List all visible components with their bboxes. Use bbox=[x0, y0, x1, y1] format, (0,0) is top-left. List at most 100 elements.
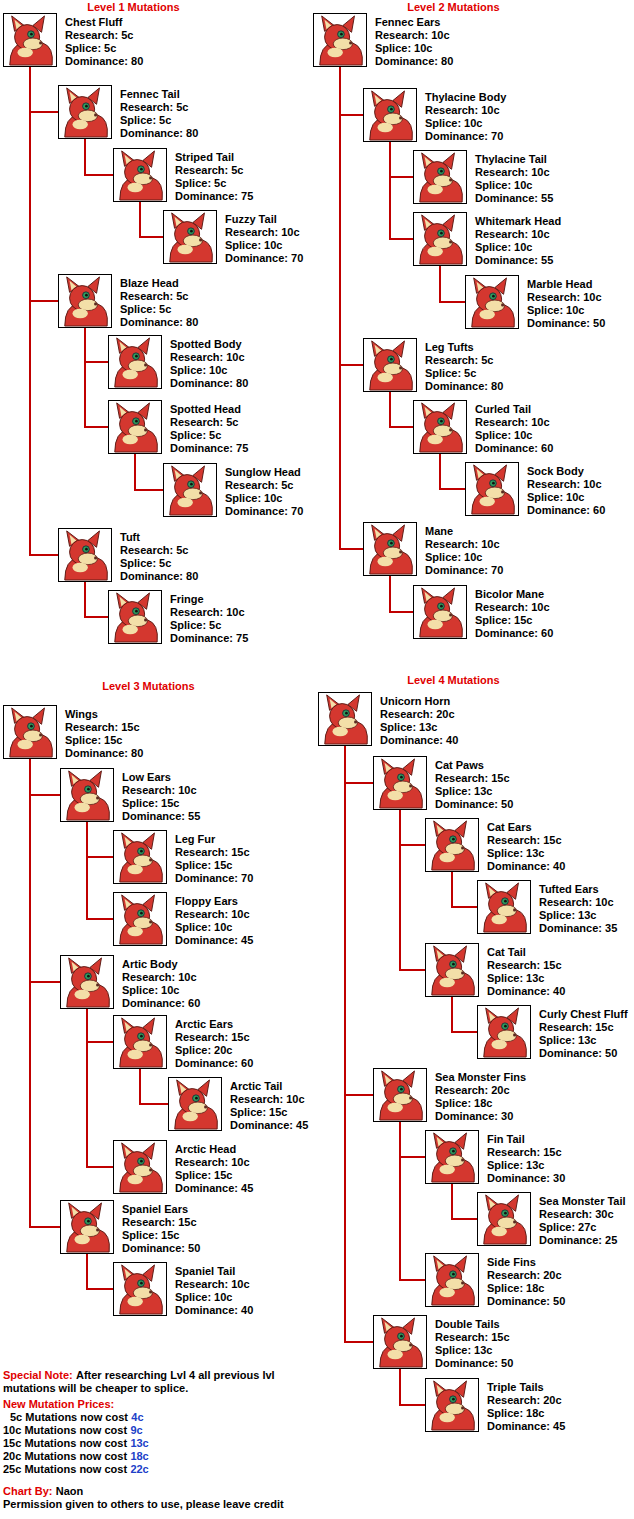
mutation-stat: Splice: 13c bbox=[487, 972, 565, 985]
mutation-icon bbox=[313, 13, 367, 67]
mutation-name: Mane bbox=[425, 525, 503, 538]
creature-shape bbox=[115, 403, 158, 452]
mutation-icon bbox=[477, 1192, 531, 1246]
creature-shape bbox=[484, 1008, 527, 1057]
mutation-stat: Dominance: 70 bbox=[175, 872, 253, 885]
section-title: Level 3 Mutations bbox=[102, 680, 194, 692]
mutation-node: Chest FluffResearch: 5cSplice: 5cDominan… bbox=[3, 13, 143, 68]
credit-name: Naon bbox=[56, 1485, 84, 1497]
mutation-stat: Dominance: 40 bbox=[380, 734, 458, 747]
note-heading: Special Note: bbox=[3, 1369, 73, 1381]
mutation-stat: Splice: 5c bbox=[170, 429, 248, 442]
creature-shape bbox=[120, 1265, 163, 1314]
mutation-stat: Splice: 15c bbox=[230, 1106, 308, 1119]
mutation-stat: Splice: 10c bbox=[475, 429, 553, 442]
mutation-node: Sea Monster TailResearch: 30cSplice: 27c… bbox=[477, 1192, 626, 1247]
text-line: 5c Mutations now cost4c bbox=[10, 1411, 310, 1424]
creature-shape bbox=[325, 695, 368, 744]
mutation-stat: Research: 15c bbox=[175, 846, 253, 859]
mutation-stat: Dominance: 50 bbox=[527, 317, 605, 330]
mutation-node: Spotted BodyResearch: 10cSplice: 10cDomi… bbox=[108, 335, 248, 390]
creature-picture bbox=[109, 591, 161, 643]
mutation-stat: Dominance: 50 bbox=[487, 1295, 565, 1308]
creature-shape bbox=[65, 277, 108, 326]
mutation-stat: Research: 15c bbox=[65, 721, 143, 734]
section-title: Level 1 Mutations bbox=[87, 1, 179, 13]
mutation-name: Double Tails bbox=[435, 1318, 513, 1331]
mutation-stat: Dominance: 40 bbox=[175, 1304, 253, 1317]
mutation-info: ManeResearch: 10cSplice: 10cDominance: 7… bbox=[425, 522, 503, 577]
mutation-node: Whitemark HeadResearch: 10cSplice: 10cDo… bbox=[413, 212, 561, 267]
mutation-stat: Splice: 5c bbox=[170, 619, 248, 632]
mutation-stat: Research: 15c bbox=[539, 1021, 628, 1034]
mutation-stat: Splice: 5c bbox=[120, 303, 198, 316]
mutation-info: Whitemark HeadResearch: 10cSplice: 10cDo… bbox=[475, 212, 561, 267]
tree-connector bbox=[85, 139, 113, 175]
mutation-info: Arctic EarsResearch: 15cSplice: 20cDomin… bbox=[175, 1015, 253, 1070]
mutation-stat: Splice: 10c bbox=[175, 921, 253, 934]
mutation-info: Arctic TailResearch: 10cSplice: 15cDomin… bbox=[230, 1077, 308, 1132]
mutation-name: Floppy Ears bbox=[175, 895, 253, 908]
mutation-stat: Research: 10c bbox=[122, 971, 200, 984]
mutation-icon bbox=[113, 148, 167, 202]
section-title: Level 4 Mutations bbox=[407, 674, 499, 686]
mutation-stat: Dominance: 45 bbox=[175, 1182, 253, 1195]
mutation-name: Curly Chest Fluff bbox=[539, 1008, 628, 1021]
mutation-stat: Splice: 10c bbox=[122, 984, 200, 997]
mutation-stat: Splice: 10c bbox=[475, 241, 561, 254]
mutation-info: Arctic HeadResearch: 10cSplice: 15cDomin… bbox=[175, 1140, 253, 1195]
mutation-stat: Research: 5c bbox=[65, 29, 143, 42]
mutation-name: Chest Fluff bbox=[65, 16, 143, 29]
creature-picture bbox=[414, 213, 466, 265]
price-text: 10c Mutations now cost bbox=[3, 1424, 127, 1436]
creature-picture bbox=[169, 1078, 221, 1130]
mutation-info: Cat EarsResearch: 15cSplice: 13cDominanc… bbox=[487, 818, 565, 873]
creature-shape bbox=[170, 213, 213, 262]
creature-picture bbox=[426, 1379, 478, 1431]
tree-connector bbox=[30, 67, 58, 112]
mutation-info: WingsResearch: 15cSplice: 15cDominance: … bbox=[65, 705, 143, 760]
mutation-stat: Splice: 5c bbox=[425, 367, 503, 380]
creature-picture bbox=[4, 706, 56, 758]
creature-picture bbox=[426, 819, 478, 871]
mutation-stat: Dominance: 60 bbox=[475, 627, 553, 640]
mutation-icon bbox=[425, 1130, 479, 1184]
mutation-icon bbox=[163, 463, 217, 517]
creature-picture bbox=[466, 276, 518, 328]
mutation-info: Curled TailResearch: 10cSplice: 10cDomin… bbox=[475, 400, 553, 455]
mutation-name: Blaze Head bbox=[120, 277, 198, 290]
mutation-stat: Splice: 13c bbox=[487, 1159, 565, 1172]
tree-connector bbox=[340, 67, 363, 549]
creature-picture bbox=[426, 1131, 478, 1183]
mutation-node: Triple TailsResearch: 20cSplice: 18cDomi… bbox=[425, 1378, 565, 1433]
mutation-stat: Dominance: 35 bbox=[539, 922, 617, 935]
mutation-node: Spaniel EarsResearch: 15cSplice: 15cDomi… bbox=[60, 1200, 200, 1255]
mutation-info: Cat TailResearch: 15cSplice: 13cDominanc… bbox=[487, 943, 565, 998]
mutation-icon bbox=[58, 274, 112, 328]
mutation-icon bbox=[477, 1005, 531, 1059]
mutation-info: Fin TailResearch: 15cSplice: 13cDominanc… bbox=[487, 1130, 565, 1185]
text-line: 25c Mutations now cost22c bbox=[3, 1463, 303, 1476]
mutation-stat: Dominance: 60 bbox=[527, 504, 605, 517]
mutation-stat: Splice: 15c bbox=[175, 859, 253, 872]
mutation-stat: Research: 10c bbox=[425, 538, 503, 551]
creature-picture bbox=[414, 151, 466, 203]
creature-shape bbox=[432, 1381, 475, 1430]
creature-shape bbox=[380, 1318, 423, 1367]
creature-shape bbox=[67, 958, 110, 1007]
mutation-name: Tufted Ears bbox=[539, 883, 617, 896]
mutation-stat: Research: 10c bbox=[527, 291, 605, 304]
mutation-stat: Dominance: 50 bbox=[435, 798, 513, 811]
mutation-stat: Dominance: 80 bbox=[65, 55, 143, 68]
creature-picture bbox=[114, 1016, 166, 1068]
mutation-stat: Splice: 20c bbox=[175, 1044, 253, 1057]
tree-connector bbox=[345, 746, 373, 783]
mutation-node: Leg FurResearch: 15cSplice: 15cDominance… bbox=[113, 830, 253, 885]
mutation-node: Sunglow HeadResearch: 5cSplice: 10cDomin… bbox=[163, 463, 303, 518]
mutation-icon bbox=[60, 955, 114, 1009]
mutation-stat: Dominance: 50 bbox=[539, 1047, 628, 1060]
mutation-stat: Research: 10c bbox=[475, 416, 553, 429]
mutation-info: Floppy EarsResearch: 10cSplice: 10cDomin… bbox=[175, 892, 253, 947]
mutation-stat: Research: 10c bbox=[475, 166, 553, 179]
mutation-stat: Dominance: 80 bbox=[120, 127, 198, 140]
